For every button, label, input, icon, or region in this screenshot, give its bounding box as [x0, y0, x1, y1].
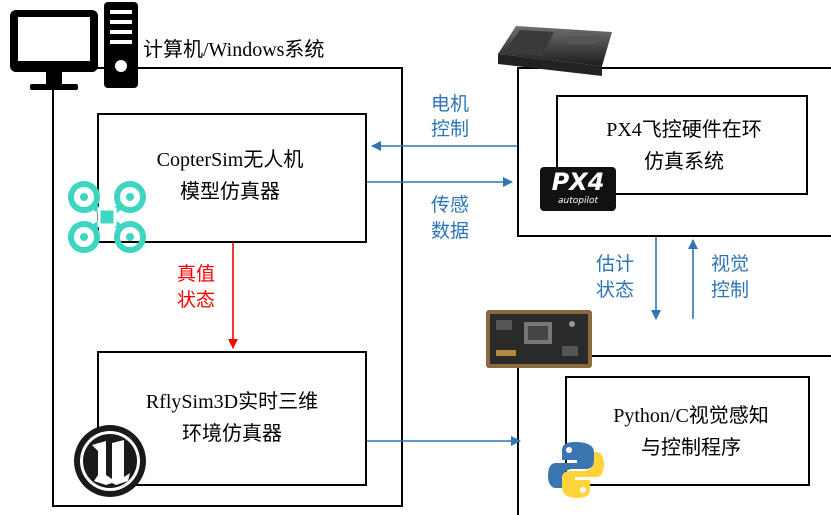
jetson-board-image: [486, 310, 592, 368]
coptersim-box: [97, 113, 367, 243]
motor-control-label-2: 控制: [430, 119, 469, 140]
px4-logo-text: PX4: [551, 168, 605, 196]
px4-title-line2: 仿真系统: [644, 151, 724, 173]
sensor-data-label-1: 传感: [430, 195, 469, 216]
vision-control-label-1: 视觉: [710, 254, 749, 275]
true-state-label-2: 状态: [176, 290, 215, 311]
px4-logo-subtext: autopilot: [557, 196, 598, 206]
px4-box: [556, 95, 808, 195]
python-title-line2: 与控制程序: [641, 437, 741, 459]
sensor-data-label-2: 数据: [430, 221, 469, 242]
rflysim3d-title-line2: 环境仿真器: [182, 423, 282, 445]
python-box: [565, 376, 810, 486]
computer-icon: [8, 0, 140, 100]
coptersim-title-line1: CopterSim无人机: [156, 149, 304, 171]
rflysim3d-title-line1: RflySim3D实时三维: [145, 391, 319, 413]
python-title-line1: Python/C视觉感知: [613, 405, 769, 427]
true-state-label-1: 真值: [176, 264, 215, 285]
coptersim-title-line2: 模型仿真器: [180, 181, 280, 203]
system-label: 计算机/Windows系统: [143, 39, 325, 61]
estimated-state-label-1: 估计: [595, 254, 634, 275]
px4-title-line1: PX4飞控硬件在环: [606, 119, 762, 141]
drone-icon: [66, 180, 148, 254]
px4-logo: PX4 autopilot: [540, 167, 616, 211]
python-icon: [546, 440, 606, 500]
estimated-state-label-2: 状态: [595, 280, 634, 301]
unreal-engine-icon: [72, 423, 148, 499]
px4-board-image: [494, 18, 616, 84]
vision-control-label-2: 控制: [710, 280, 749, 301]
motor-control-label-1: 电机: [430, 94, 469, 115]
